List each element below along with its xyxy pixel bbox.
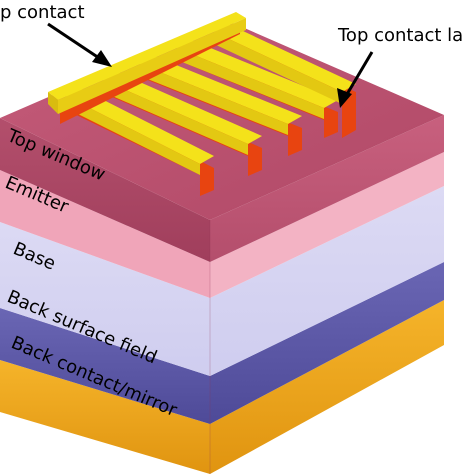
right-bsf-layer xyxy=(210,262,444,424)
top-contact-label: p contact xyxy=(0,2,85,23)
finger-5-side xyxy=(214,32,342,104)
finger-4-side xyxy=(177,48,324,119)
finger-1 xyxy=(66,88,214,164)
right-back-contact-layer xyxy=(210,300,444,474)
finger-5 xyxy=(214,24,356,92)
right-base-layer xyxy=(210,186,444,376)
top-contact-arrowhead xyxy=(92,50,112,67)
contact-grid xyxy=(48,12,356,196)
left-bsf-layer xyxy=(0,308,210,424)
callout-arrows xyxy=(47,22,374,108)
finger-3 xyxy=(140,56,302,124)
top-contact-layer-label: Top contact la xyxy=(337,25,463,46)
busbar xyxy=(48,12,246,100)
cube-right-face xyxy=(210,115,444,474)
top-contact-arrow-line xyxy=(47,22,103,62)
finger-2-side xyxy=(103,80,248,155)
top-contact-layer-arrowhead xyxy=(337,88,352,108)
right-emitter-layer xyxy=(210,152,444,298)
finger-2 xyxy=(103,72,262,144)
left-base-layer xyxy=(0,222,210,376)
right-window-layer xyxy=(210,115,444,262)
finger-1-side xyxy=(66,96,200,175)
finger-3-side xyxy=(140,64,288,135)
busbar-side xyxy=(48,92,58,114)
left-emitter-layer xyxy=(0,170,210,298)
cube-left-face xyxy=(0,118,210,474)
busbar-front xyxy=(58,18,246,114)
left-back-contact-layer xyxy=(0,360,210,474)
left-window-layer xyxy=(0,118,210,262)
top-contact-layer-arrow-line xyxy=(344,51,374,97)
finger-4 xyxy=(177,40,338,108)
